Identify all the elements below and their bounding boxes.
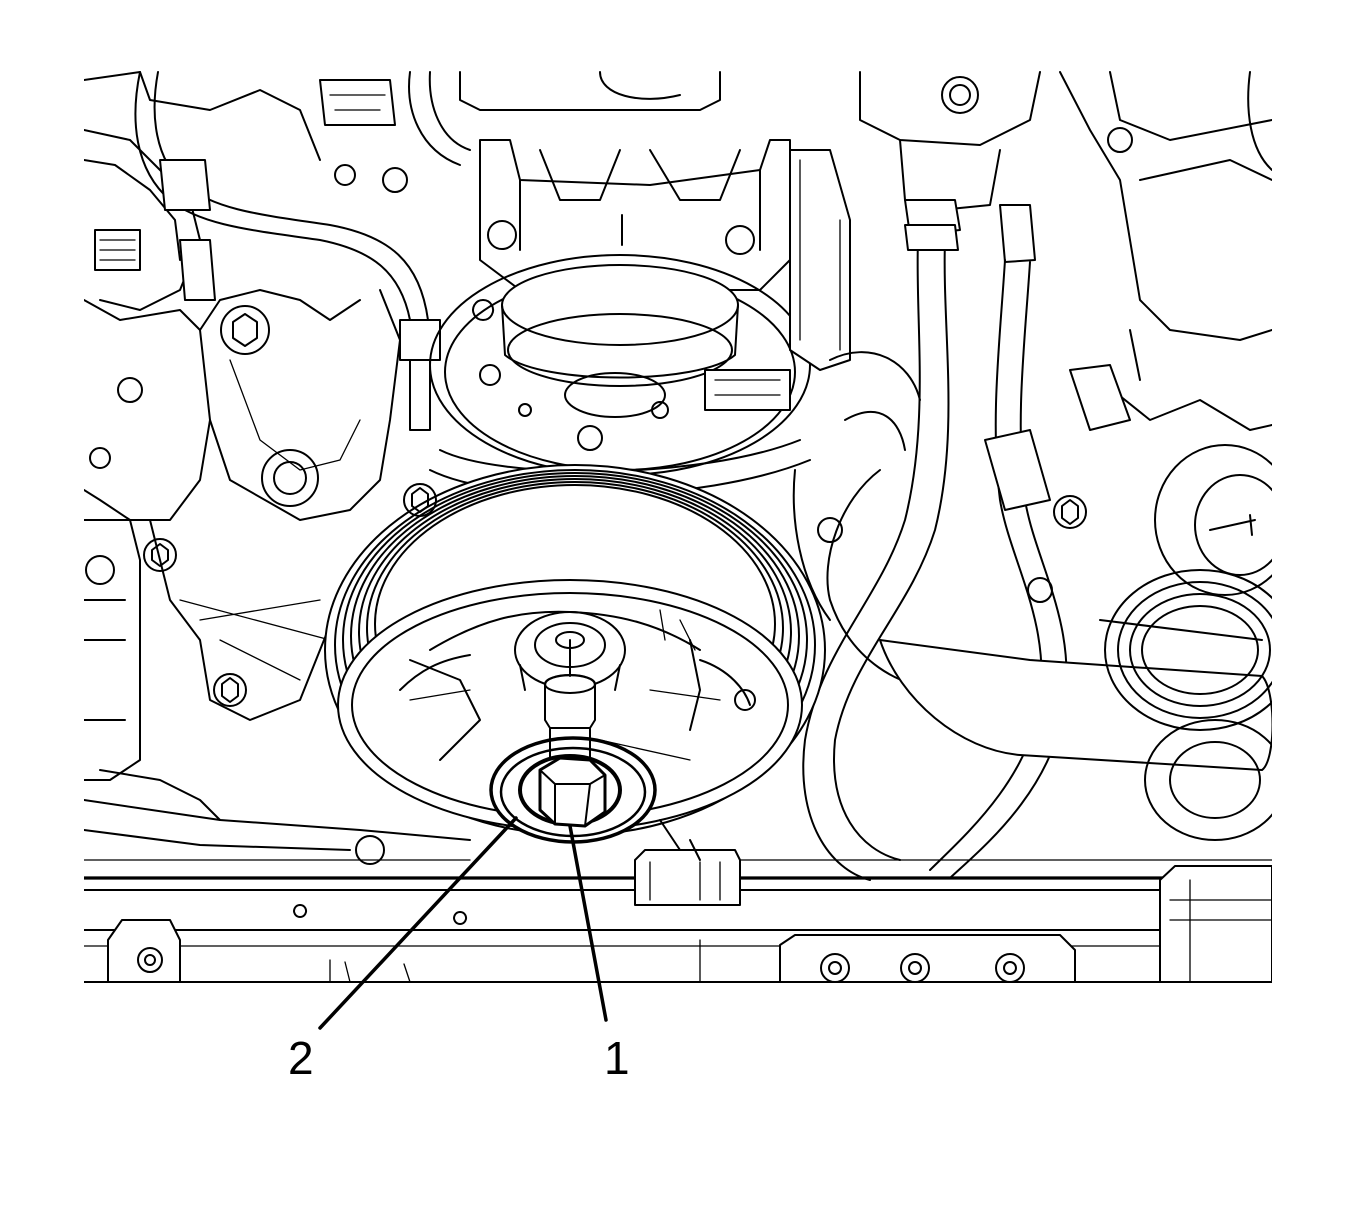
misc-fasteners bbox=[355, 483, 1053, 865]
crankshaft-bolt-and-washer bbox=[489, 639, 657, 844]
bolt-head bbox=[538, 756, 607, 828]
callout-label-1: 1 bbox=[604, 1032, 630, 1084]
engine-right-components bbox=[792, 71, 1272, 881]
callouts: 2 1 bbox=[288, 816, 630, 1084]
engine-drawing bbox=[84, 71, 1272, 983]
lower-frame-rails bbox=[84, 849, 1272, 983]
ac-compressor bbox=[429, 71, 851, 497]
engine-block-left bbox=[84, 71, 471, 851]
callout-label-2: 2 bbox=[288, 1032, 314, 1084]
callout-1-leader bbox=[568, 824, 608, 1022]
callout-2-leader bbox=[318, 816, 518, 1030]
